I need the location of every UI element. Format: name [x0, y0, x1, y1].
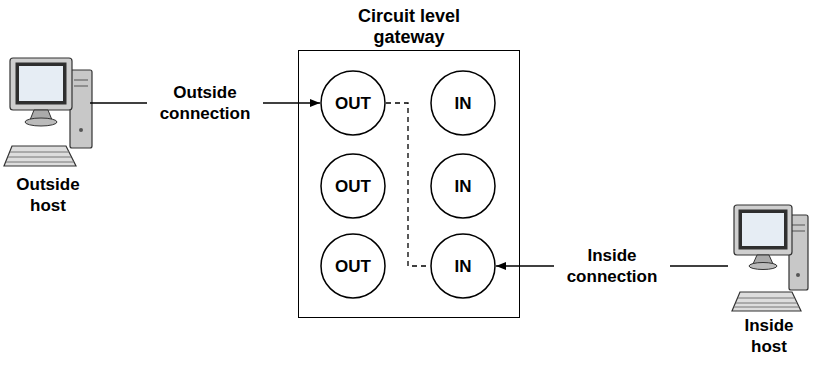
computer-icon	[732, 205, 808, 311]
circuit-circle: IN	[430, 233, 496, 299]
computer-icon	[4, 58, 92, 166]
host-computer: Inside host	[728, 200, 810, 357]
connection-label: Inside connection	[554, 244, 670, 288]
dashed-link	[386, 103, 430, 266]
circle-shape	[321, 71, 385, 135]
host-label: Outside host	[6, 174, 90, 216]
circuit-circle: OUT	[320, 233, 386, 299]
circuit-circle: IN	[430, 70, 496, 136]
gateway-box: Circuit level gatewayOUTINOUTINOUTIN	[298, 50, 520, 318]
circle-shape	[431, 154, 495, 218]
host-computer: Outside host	[6, 50, 90, 216]
circle-shape	[321, 154, 385, 218]
circle-shape	[431, 71, 495, 135]
connection-arrow	[90, 102, 320, 103]
connection-label: Outside connection	[147, 81, 263, 125]
connection-arrow	[496, 265, 728, 266]
circle-label: IN	[455, 256, 472, 277]
circle-shape	[431, 234, 495, 298]
circle-label: IN	[455, 93, 472, 114]
gateway-title: Circuit level gateway	[339, 6, 479, 48]
host-label: Inside host	[728, 315, 810, 357]
circle-label: OUT	[335, 93, 371, 114]
circle-label: OUT	[335, 176, 371, 197]
circuit-circle: OUT	[320, 70, 386, 136]
circuit-circle: OUT	[320, 153, 386, 219]
circle-shape	[321, 234, 385, 298]
circle-label: OUT	[335, 256, 371, 277]
circle-label: IN	[455, 176, 472, 197]
circuit-circle: IN	[430, 153, 496, 219]
